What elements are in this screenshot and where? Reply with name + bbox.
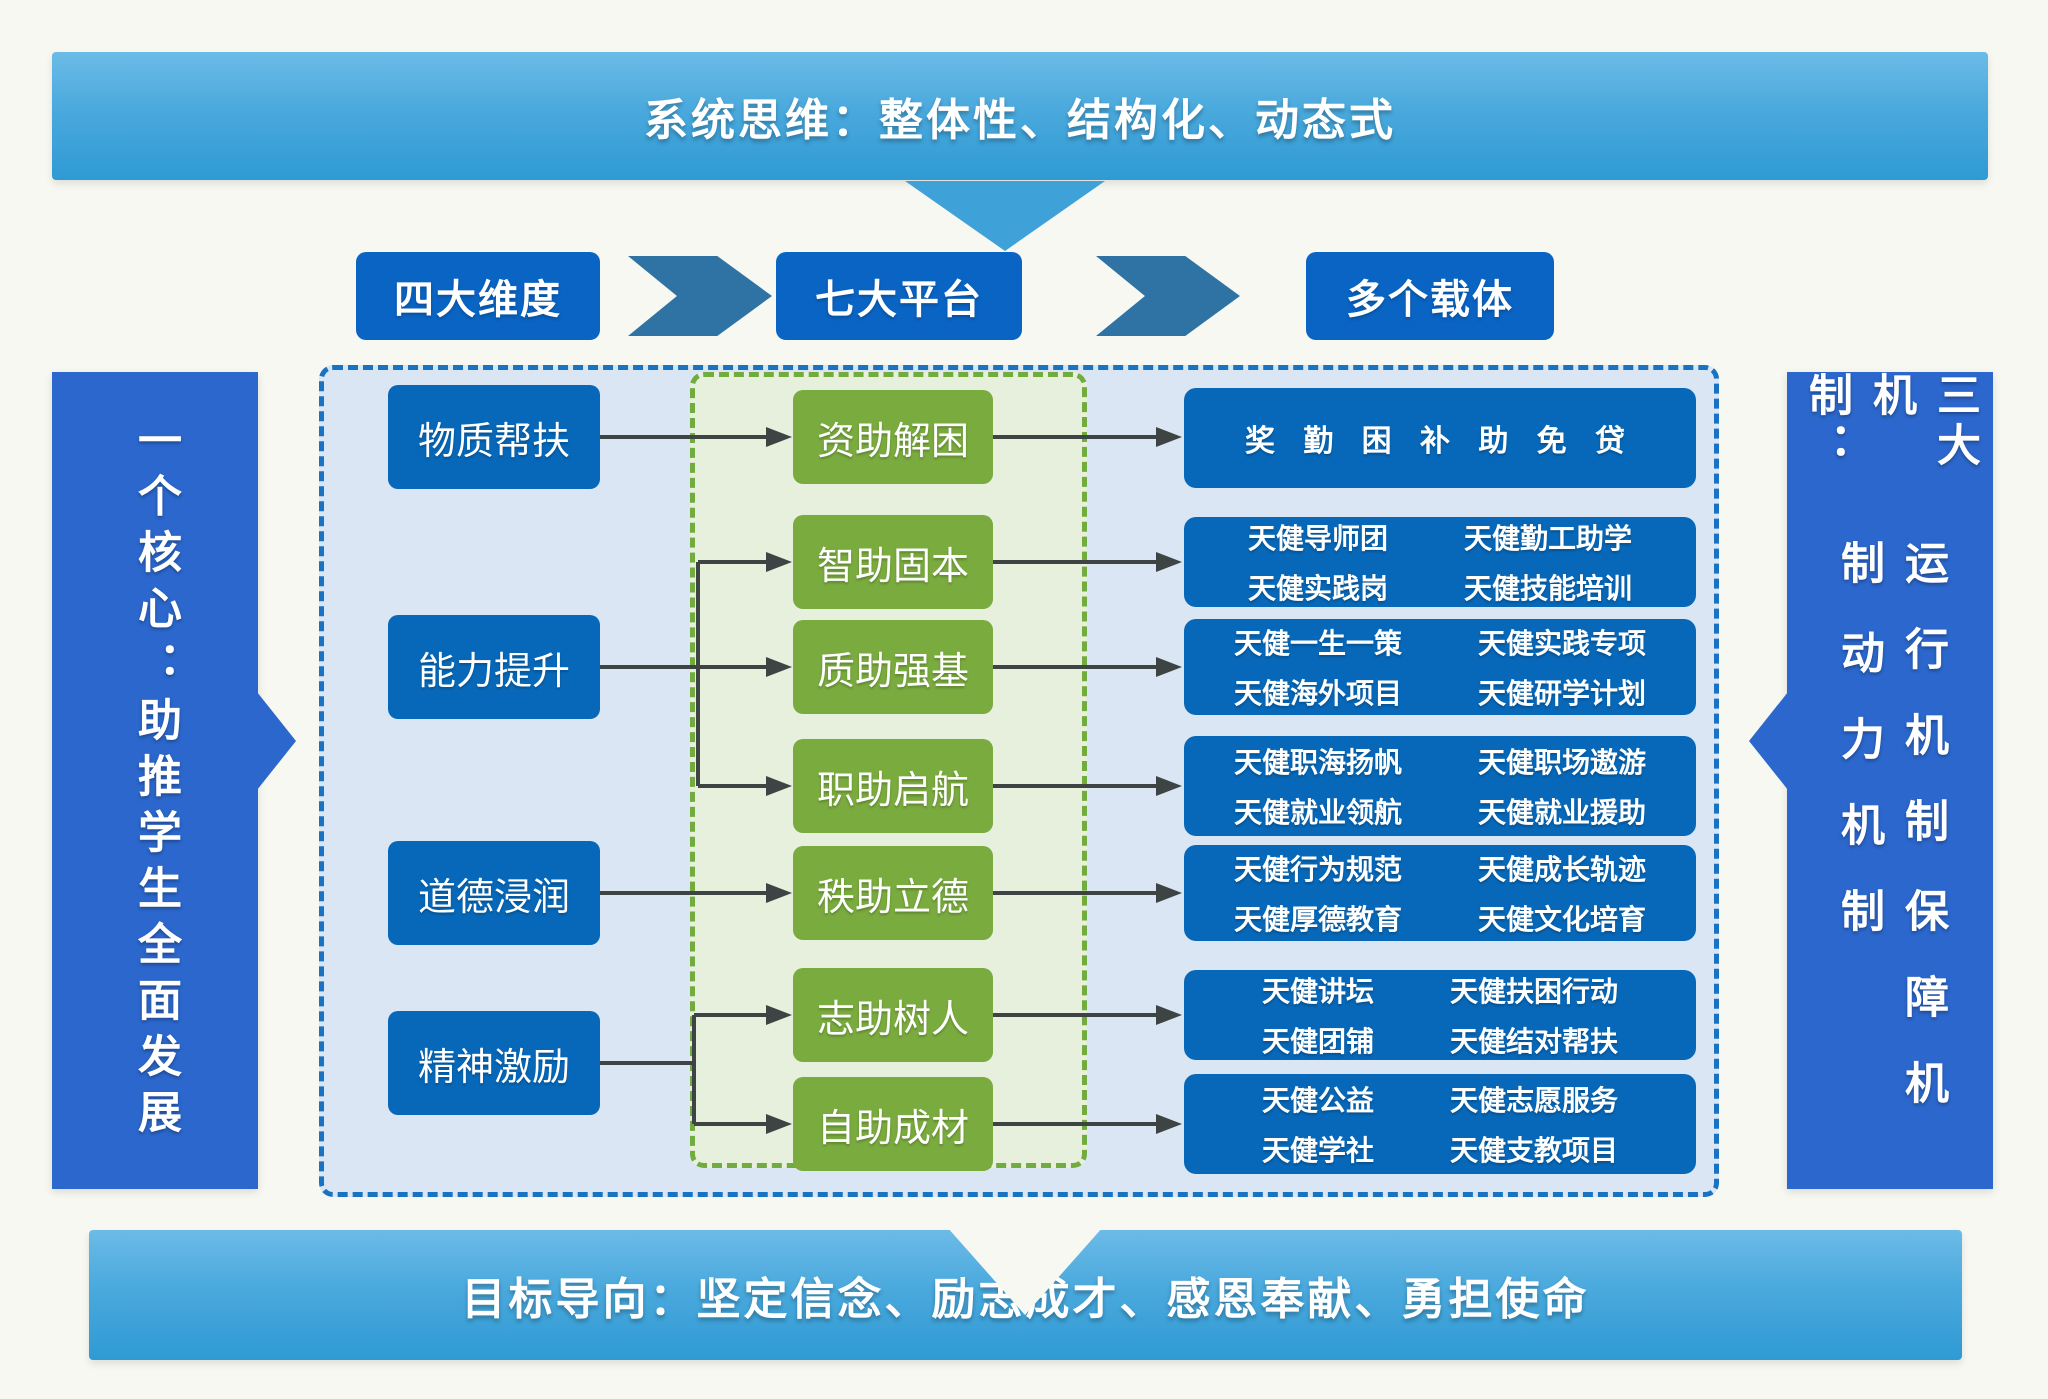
carrier-text: 天健支教项目 [1450,1135,1619,1166]
flow-step-label: 多个载体 [1346,278,1514,322]
carrier-text: 天健扶困行动 [1450,976,1619,1007]
platform-label: 志助树人 [816,998,969,1041]
dimension-box-ability: 能力提升 [388,615,600,719]
platform-box-4: 职助启航 [793,739,993,833]
carrier-column: 天健扶困行动 天健结对帮扶 [1450,970,1618,1060]
flow-step-label: 四大维度 [394,278,562,322]
dimension-box-spirit: 精神激励 [388,1011,600,1115]
platform-label: 职助启航 [816,769,969,812]
left-banner-arrow-icon [257,692,296,790]
dimension-label: 物质帮扶 [417,420,570,463]
carrier-box-6: 天健讲坛 天健团铺 天健扶困行动 天健结对帮扶 [1184,970,1696,1060]
left-core-banner-text: 一个核心：助推学生全面发展 [131,416,180,1145]
carrier-column: 天健职场遨游 天健就业援助 [1478,741,1646,831]
carrier-box-5: 天健行为规范 天健厚德教育 天健成长轨迹 天健文化培育 [1184,845,1696,941]
carrier-text: 天健勤工助学 [1464,523,1633,554]
dimension-label: 道德浸润 [417,876,570,919]
carrier-text: 天健实践专项 [1478,628,1647,659]
flow-step-dimensions: 四大维度 [356,252,600,340]
carrier-text: 天健学社 [1261,1135,1374,1166]
flow-step-platforms: 七大平台 [776,252,1022,340]
right-mechanism-banner: 三大机制： 运行机制 保障机制 动力机制 [1787,372,1993,1189]
carrier-box-1: 奖 勤 困 补 助 免 贷 [1184,388,1696,488]
platform-label: 自助成材 [816,1107,969,1150]
carrier-column: 天健实践专项 天健研学计划 [1478,622,1646,712]
top-banner: 系统思维：整体性、结构化、动态式 [52,52,1988,180]
carrier-text: 天健技能培训 [1464,573,1633,604]
platform-label: 资助解困 [816,420,969,463]
chevron-right-icon [1096,256,1240,336]
dimension-box-morality: 道德浸润 [388,841,600,945]
dimension-box-material: 物质帮扶 [388,385,600,489]
dimension-label: 能力提升 [417,650,570,693]
platform-box-7: 自助成材 [793,1077,993,1171]
dimension-label: 精神激励 [417,1046,570,1089]
bottom-banner-text: 目标导向：坚定信念、励志成才、感恩奉献、勇担使命 [461,1275,1590,1324]
carrier-column: 天健导师团 天健实践岗 [1248,517,1388,607]
carrier-text: 天健导师团 [1247,523,1388,554]
carrier-text: 天健公益 [1261,1085,1374,1116]
platform-box-5: 秩助立德 [793,846,993,940]
left-core-banner: 一个核心：助推学生全面发展 [52,372,258,1189]
carrier-box-7: 天健公益 天健学社 天健志愿服务 天健支教项目 [1184,1074,1696,1174]
carrier-column: 天健行为规范 天健厚德教育 [1234,848,1402,938]
carrier-text: 天健讲坛 [1261,976,1374,1007]
carrier-text: 天健实践岗 [1247,573,1388,604]
platform-box-6: 志助树人 [793,968,993,1062]
carrier-column: 天健讲坛 天健团铺 [1262,970,1374,1060]
carrier-text: 天健文化培育 [1478,904,1647,935]
carrier-text: 天健职场遨游 [1478,747,1647,778]
carrier-box-3: 天健一生一策 天健海外项目 天健实践专项 天健研学计划 [1184,619,1696,715]
platform-box-3: 质助强基 [793,620,993,714]
carrier-box-4: 天健职海扬帆 天健就业领航 天健职场遨游 天健就业援助 [1184,736,1696,836]
platform-box-2: 智助固本 [793,515,993,609]
carrier-text: 天健成长轨迹 [1478,854,1647,885]
bottom-banner: 目标导向：坚定信念、励志成才、感恩奉献、勇担使命 [89,1230,1962,1360]
carrier-text: 天健结对帮扶 [1450,1026,1619,1057]
carrier-column: 天健成长轨迹 天健文化培育 [1478,848,1646,938]
right-banner-arrow-icon [1749,692,1788,790]
carrier-box-2: 天健导师团 天健实践岗 天健勤工助学 天健技能培训 [1184,517,1696,607]
down-arrow-icon [905,181,1105,251]
platform-box-1: 资助解困 [793,390,993,484]
carrier-column: 天健职海扬帆 天健就业领航 [1234,741,1402,831]
carrier-text: 天健行为规范 [1233,854,1402,885]
carrier-text: 奖 勤 困 补 助 免 贷 [1244,425,1635,458]
mechanism-column: 运行机制 [1898,539,1947,884]
carrier-text: 天健就业援助 [1478,797,1647,828]
mechanism-column: 动力机制 [1834,630,1883,975]
carrier-text: 天健就业领航 [1233,797,1402,828]
right-banner-title: 三大机制： [1802,372,1979,472]
platform-label: 秩助立德 [816,876,969,919]
top-banner-text: 系统思维：整体性、结构化、动态式 [644,96,1396,145]
carrier-text: 天健志愿服务 [1450,1085,1619,1116]
carrier-column: 天健志愿服务 天健支教项目 [1450,1079,1618,1169]
carrier-column: 天健公益 天健学社 [1262,1079,1374,1169]
carrier-text: 天健团铺 [1261,1026,1374,1057]
platform-label: 智助固本 [816,545,969,588]
right-banner-columns: 运行机制 保障机制 动力机制 [1826,540,1954,1163]
carrier-column: 天健一生一策 天健海外项目 [1234,622,1402,712]
chevron-right-icon [628,256,772,336]
carrier-text: 天健研学计划 [1478,678,1647,709]
platform-label: 质助强基 [816,650,969,693]
carrier-column: 天健勤工助学 天健技能培训 [1464,517,1632,607]
flow-step-carriers: 多个载体 [1306,252,1554,340]
carrier-text: 天健一生一策 [1233,628,1402,659]
mechanism-column: 保障机制 [1834,539,1947,1147]
flow-step-label: 七大平台 [815,278,983,322]
carrier-text: 天健厚德教育 [1233,904,1402,935]
carrier-text: 天健海外项目 [1233,678,1402,709]
carrier-text: 天健职海扬帆 [1233,747,1402,778]
